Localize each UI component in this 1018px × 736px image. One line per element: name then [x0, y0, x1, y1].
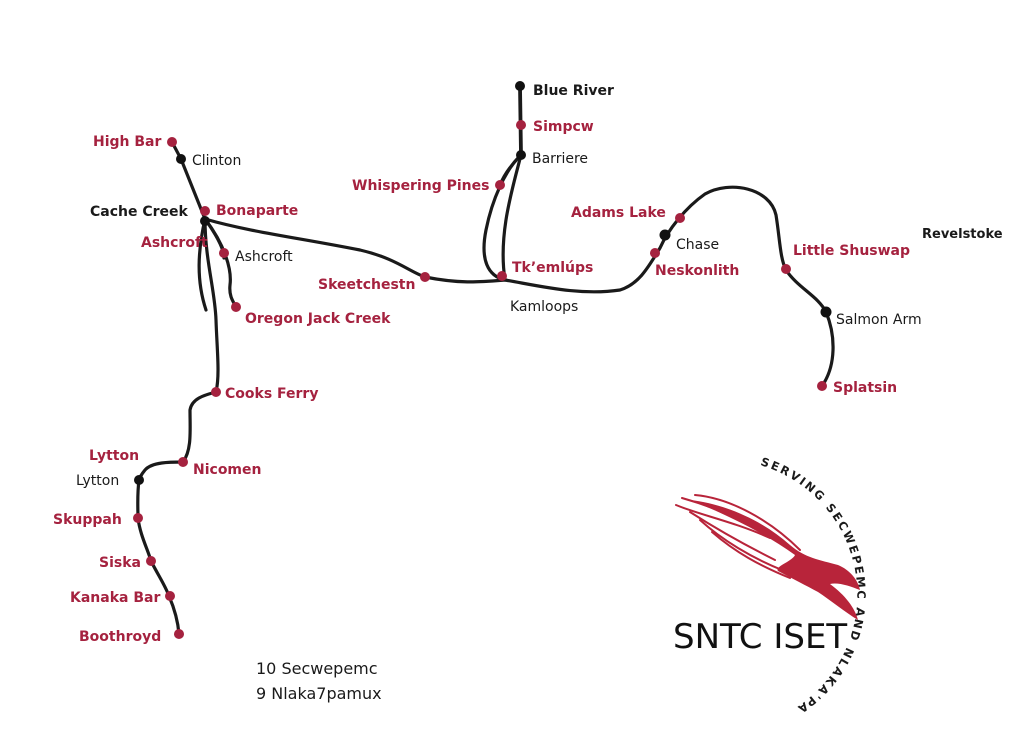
label-nicomen: Nicomen	[193, 462, 261, 478]
label-cooks-ferry: Cooks Ferry	[225, 386, 318, 402]
label-siska: Siska	[99, 555, 141, 571]
dot-barriere	[516, 150, 526, 160]
dot-chase	[659, 229, 671, 241]
label-lytton-nation: Lytton	[89, 448, 139, 464]
note-secwepemc-count: 10 Secwepemc	[256, 659, 378, 678]
dot-salmon-arm	[820, 306, 832, 318]
label-oregon-jack-creek: Oregon Jack Creek	[245, 311, 391, 327]
dot-adams-lake	[675, 213, 685, 223]
label-bonaparte: Bonaparte	[216, 203, 298, 219]
dot-siska	[146, 556, 156, 566]
label-kamloops: Kamloops	[510, 299, 578, 315]
logo-ring-textpath: SERVING SECWEPEMC AND NLAKA'PAMUX NATION…	[0, 0, 866, 717]
label-whispering-pines: Whispering Pines	[352, 178, 489, 194]
dot-splatsin	[817, 381, 827, 391]
label-simpcw: Simpcw	[533, 119, 594, 135]
label-skuppah: Skuppah	[53, 512, 122, 528]
sntc-iset-logo: SERVING SECWEPEMC AND NLAKA'PAMUX NATION…	[0, 0, 866, 717]
eagle-icon	[675, 494, 860, 620]
route-lytton-boothroyd	[136, 478, 181, 636]
dot-tkemlups	[497, 271, 507, 281]
label-tkemlups: Tk’emlúps	[512, 260, 593, 276]
dot-high-bar	[167, 137, 177, 147]
dot-blue-river	[515, 81, 525, 91]
label-high-bar: High Bar	[93, 134, 161, 150]
dot-little-shuswap	[781, 264, 791, 274]
town-dots	[134, 81, 832, 485]
route-kamloops-chase-east	[503, 185, 835, 388]
label-kanaka-bar: Kanaka Bar	[70, 590, 160, 606]
label-splatsin: Splatsin	[833, 380, 897, 396]
dot-ashcroft-nation	[219, 248, 229, 258]
label-lytton-town: Lytton	[76, 473, 119, 489]
note-nlaka7pamux-count: 9 Nlaka7pamux	[256, 684, 382, 703]
dot-oregon-jack-creek	[231, 302, 241, 312]
dot-cooks-ferry	[211, 387, 221, 397]
label-ashcroft-town: Ashcroft	[235, 249, 293, 265]
routes	[136, 84, 835, 636]
dot-neskonlith	[650, 248, 660, 258]
label-salmon-arm: Salmon Arm	[836, 312, 922, 328]
label-cache-creek: Cache Creek	[90, 204, 189, 220]
logo-name: SNTC ISET	[673, 617, 847, 657]
route-barriere-kamloops-east	[501, 153, 523, 282]
nation-count-notes: 10 Secwepemc 9 Nlaka7pamux	[256, 659, 382, 703]
dot-skeetchestn	[420, 272, 430, 282]
route-oregonjack-spur	[203, 217, 238, 309]
dot-bonaparte	[200, 206, 210, 216]
nation-labels: High Bar Bonaparte Ashcroft Oregon Jack …	[53, 119, 910, 645]
label-boothroyd: Boothroyd	[79, 629, 161, 645]
label-barriere: Barriere	[532, 151, 588, 167]
route-cachecreek-cooksferry	[203, 217, 220, 394]
dot-skuppah	[133, 513, 143, 523]
label-skeetchestn: Skeetchestn	[318, 277, 415, 293]
label-chase: Chase	[676, 237, 719, 253]
town-labels: Clinton Cache Creek Ashcroft Lytton Blue…	[76, 83, 1003, 489]
route-cachecreek-kamloops	[203, 217, 507, 284]
dot-nicomen	[178, 457, 188, 467]
label-little-shuswap: Little Shuswap	[793, 243, 910, 259]
label-ashcroft-nation: Ashcroft	[141, 235, 208, 251]
dot-whispering-pines	[495, 180, 505, 190]
label-revelstoke: Revelstoke	[922, 227, 1003, 242]
dot-cache-creek	[200, 216, 210, 226]
logo-ring-text: SERVING SECWEPEMC AND NLAKA'PAMUX NATION…	[0, 0, 866, 717]
dot-lytton-town	[134, 475, 144, 485]
dot-clinton	[176, 154, 186, 164]
label-neskonlith: Neskonlith	[655, 263, 739, 279]
label-blue-river: Blue River	[533, 83, 614, 99]
nation-dots	[133, 120, 827, 639]
route-cachecreek-cooksferry-alt	[197, 217, 208, 312]
dot-kanaka-bar	[165, 591, 175, 601]
dot-boothroyd	[174, 629, 184, 639]
label-adams-lake: Adams Lake	[571, 205, 666, 221]
label-clinton: Clinton	[192, 153, 241, 169]
dot-simpcw	[516, 120, 526, 130]
